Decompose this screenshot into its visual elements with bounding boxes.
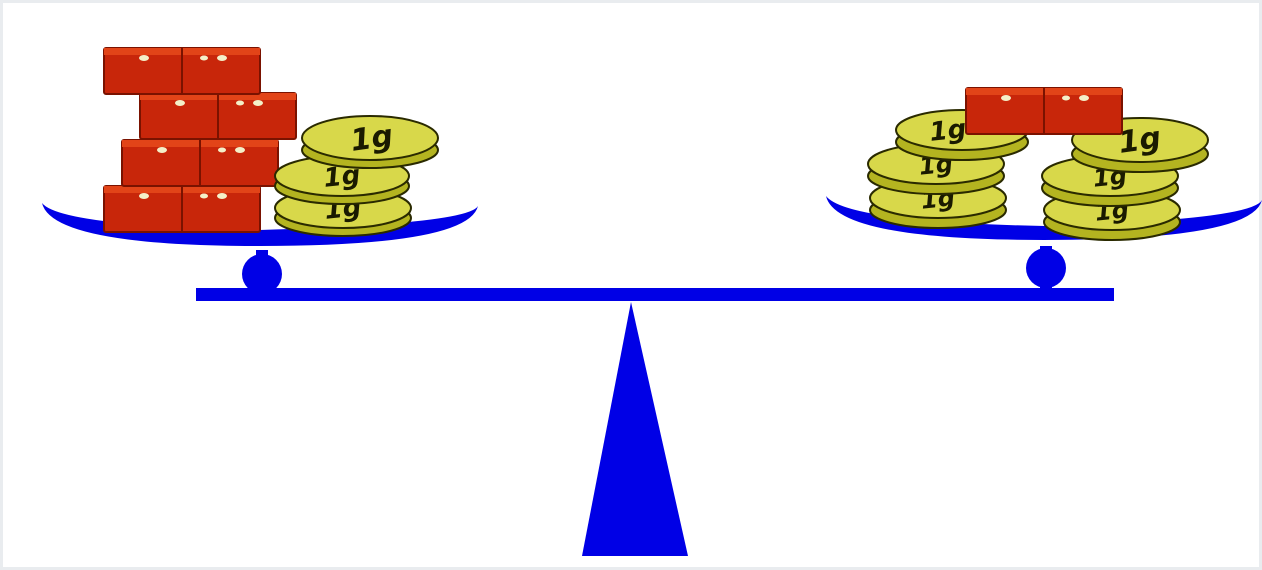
left-pan-pivot	[242, 250, 282, 294]
fulcrum-icon	[582, 302, 688, 556]
balance-beam	[196, 288, 1114, 301]
brick-icon	[104, 186, 260, 232]
right-pan: 1g 1g 1g 1g 1g	[826, 88, 1262, 240]
left-pan: 1g 1g 1g	[42, 48, 478, 246]
gram-weight-coin-icon: 1g	[302, 116, 438, 168]
svg-text:1g: 1g	[1116, 120, 1163, 161]
right-pan-pivot	[1026, 246, 1066, 290]
brick-icon	[966, 88, 1122, 134]
brick-icon	[140, 93, 296, 139]
left-coins: 1g 1g 1g	[275, 116, 438, 236]
brick-icon	[104, 48, 260, 94]
brick-icon	[122, 140, 278, 186]
right-bricks	[966, 88, 1122, 134]
left-bricks	[104, 48, 296, 232]
svg-text:1g: 1g	[348, 118, 395, 159]
svg-text:1g: 1g	[928, 114, 968, 148]
